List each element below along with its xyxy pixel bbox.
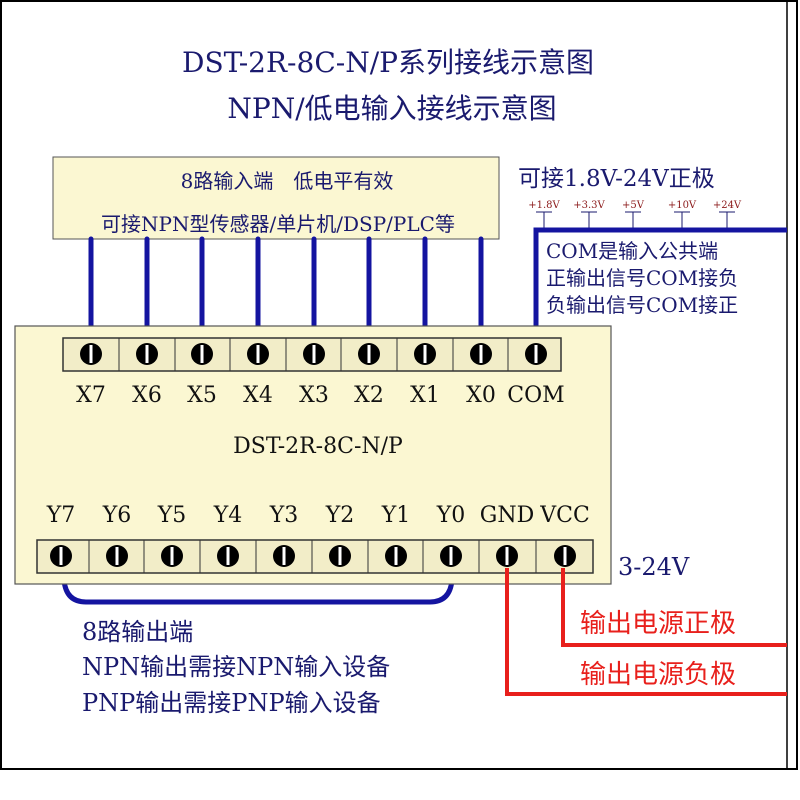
voltage-label: +3.3V	[573, 200, 605, 211]
power-positive-label: 输出电源正极	[580, 609, 736, 639]
screw-terminal	[358, 343, 380, 365]
com-note-line-3: 负输出信号COM接正	[546, 293, 738, 317]
terminal-label-x1: X1	[410, 383, 440, 408]
terminal-label-y5: Y5	[157, 503, 187, 528]
terminal-label-y7: Y7	[46, 503, 76, 528]
terminal-label-com: COM	[507, 383, 564, 408]
terminal-label-y1: Y1	[381, 503, 411, 528]
screw-terminal	[217, 545, 239, 567]
voltage-label: +5V	[622, 200, 645, 211]
output-note-line-3: PNP输出需接PNP输入设备	[82, 689, 381, 717]
screw-terminal	[136, 343, 158, 365]
terminal-label-y3: Y3	[269, 503, 299, 528]
terminal-label-x5: X5	[187, 383, 217, 408]
voltage-label: +10V	[668, 200, 697, 211]
terminal-label-x6: X6	[132, 383, 162, 408]
input-box-line-1: 8路输入端 低电平有效	[181, 169, 394, 193]
supply-voltage-range: 3-24V	[618, 553, 690, 581]
screw-terminal	[161, 545, 183, 567]
com-note-line-1: COM是输入公共端	[546, 239, 718, 263]
screw-terminal	[303, 343, 325, 365]
input-box-line-2: 可接NPN型传感器/单片机/DSP/PLC等	[101, 212, 455, 236]
screw-terminal	[440, 545, 462, 567]
terminal-label-x0: X0	[466, 383, 496, 408]
power-negative-wire	[505, 568, 787, 696]
screw-terminal	[329, 545, 351, 567]
terminal-label-x4: X4	[243, 383, 273, 408]
screw-terminal	[80, 343, 102, 365]
screw-terminal	[247, 343, 269, 365]
voltage-label: +1.8V	[528, 200, 560, 211]
power-negative-label: 输出电源负极	[580, 660, 736, 690]
screw-terminal	[470, 343, 492, 365]
voltage-ticks	[536, 211, 735, 228]
input-wires	[88, 236, 484, 333]
screw-terminal	[50, 545, 72, 567]
screw-terminal	[525, 343, 547, 365]
power-positive-wire	[561, 568, 787, 647]
screw-terminal	[554, 545, 576, 567]
com-wire	[533, 227, 787, 330]
input-info-box	[52, 156, 500, 240]
output-wire	[61, 579, 455, 605]
terminal-label-x2: X2	[354, 383, 384, 408]
screw-terminal	[385, 545, 407, 567]
terminal-label-gnd: GND	[480, 503, 534, 528]
top-terminal-labels: X7 X6 X5 X4 X3 X2 X1 X0 COM	[76, 383, 565, 408]
voltage-label: +24V	[713, 200, 742, 211]
terminal-label-y0: Y0	[436, 503, 466, 528]
title-line-1: DST-2R-8C-N/P系列接线示意图	[182, 46, 594, 79]
module-name: DST-2R-8C-N/P	[233, 434, 403, 459]
screw-terminal	[191, 343, 213, 365]
output-note-line-1: 8路输出端	[82, 618, 193, 646]
terminal-label-y4: Y4	[213, 503, 243, 528]
screw-terminal	[106, 545, 128, 567]
bottom-screws	[50, 545, 576, 567]
terminal-label-vcc: VCC	[539, 503, 590, 528]
terminal-label-x7: X7	[76, 383, 106, 408]
screw-terminal	[414, 343, 436, 365]
bottom-terminal-labels: Y7 Y6 Y5 Y4 Y3 Y2 Y1 Y0 GND VCC	[46, 503, 590, 528]
terminal-label-y6: Y6	[102, 503, 132, 528]
com-voltage-header: 可接1.8V-24V正极	[518, 166, 715, 192]
screw-terminal	[496, 545, 518, 567]
com-note-line-2: 正输出信号COM接负	[546, 266, 738, 290]
terminal-label-x3: X3	[299, 383, 329, 408]
output-note-line-2: NPN输出需接NPN输入设备	[82, 653, 390, 681]
terminal-label-y2: Y2	[325, 503, 355, 528]
screw-terminal	[273, 545, 295, 567]
title-line-2: NPN/低电输入接线示意图	[227, 92, 556, 125]
top-screws	[80, 343, 547, 365]
